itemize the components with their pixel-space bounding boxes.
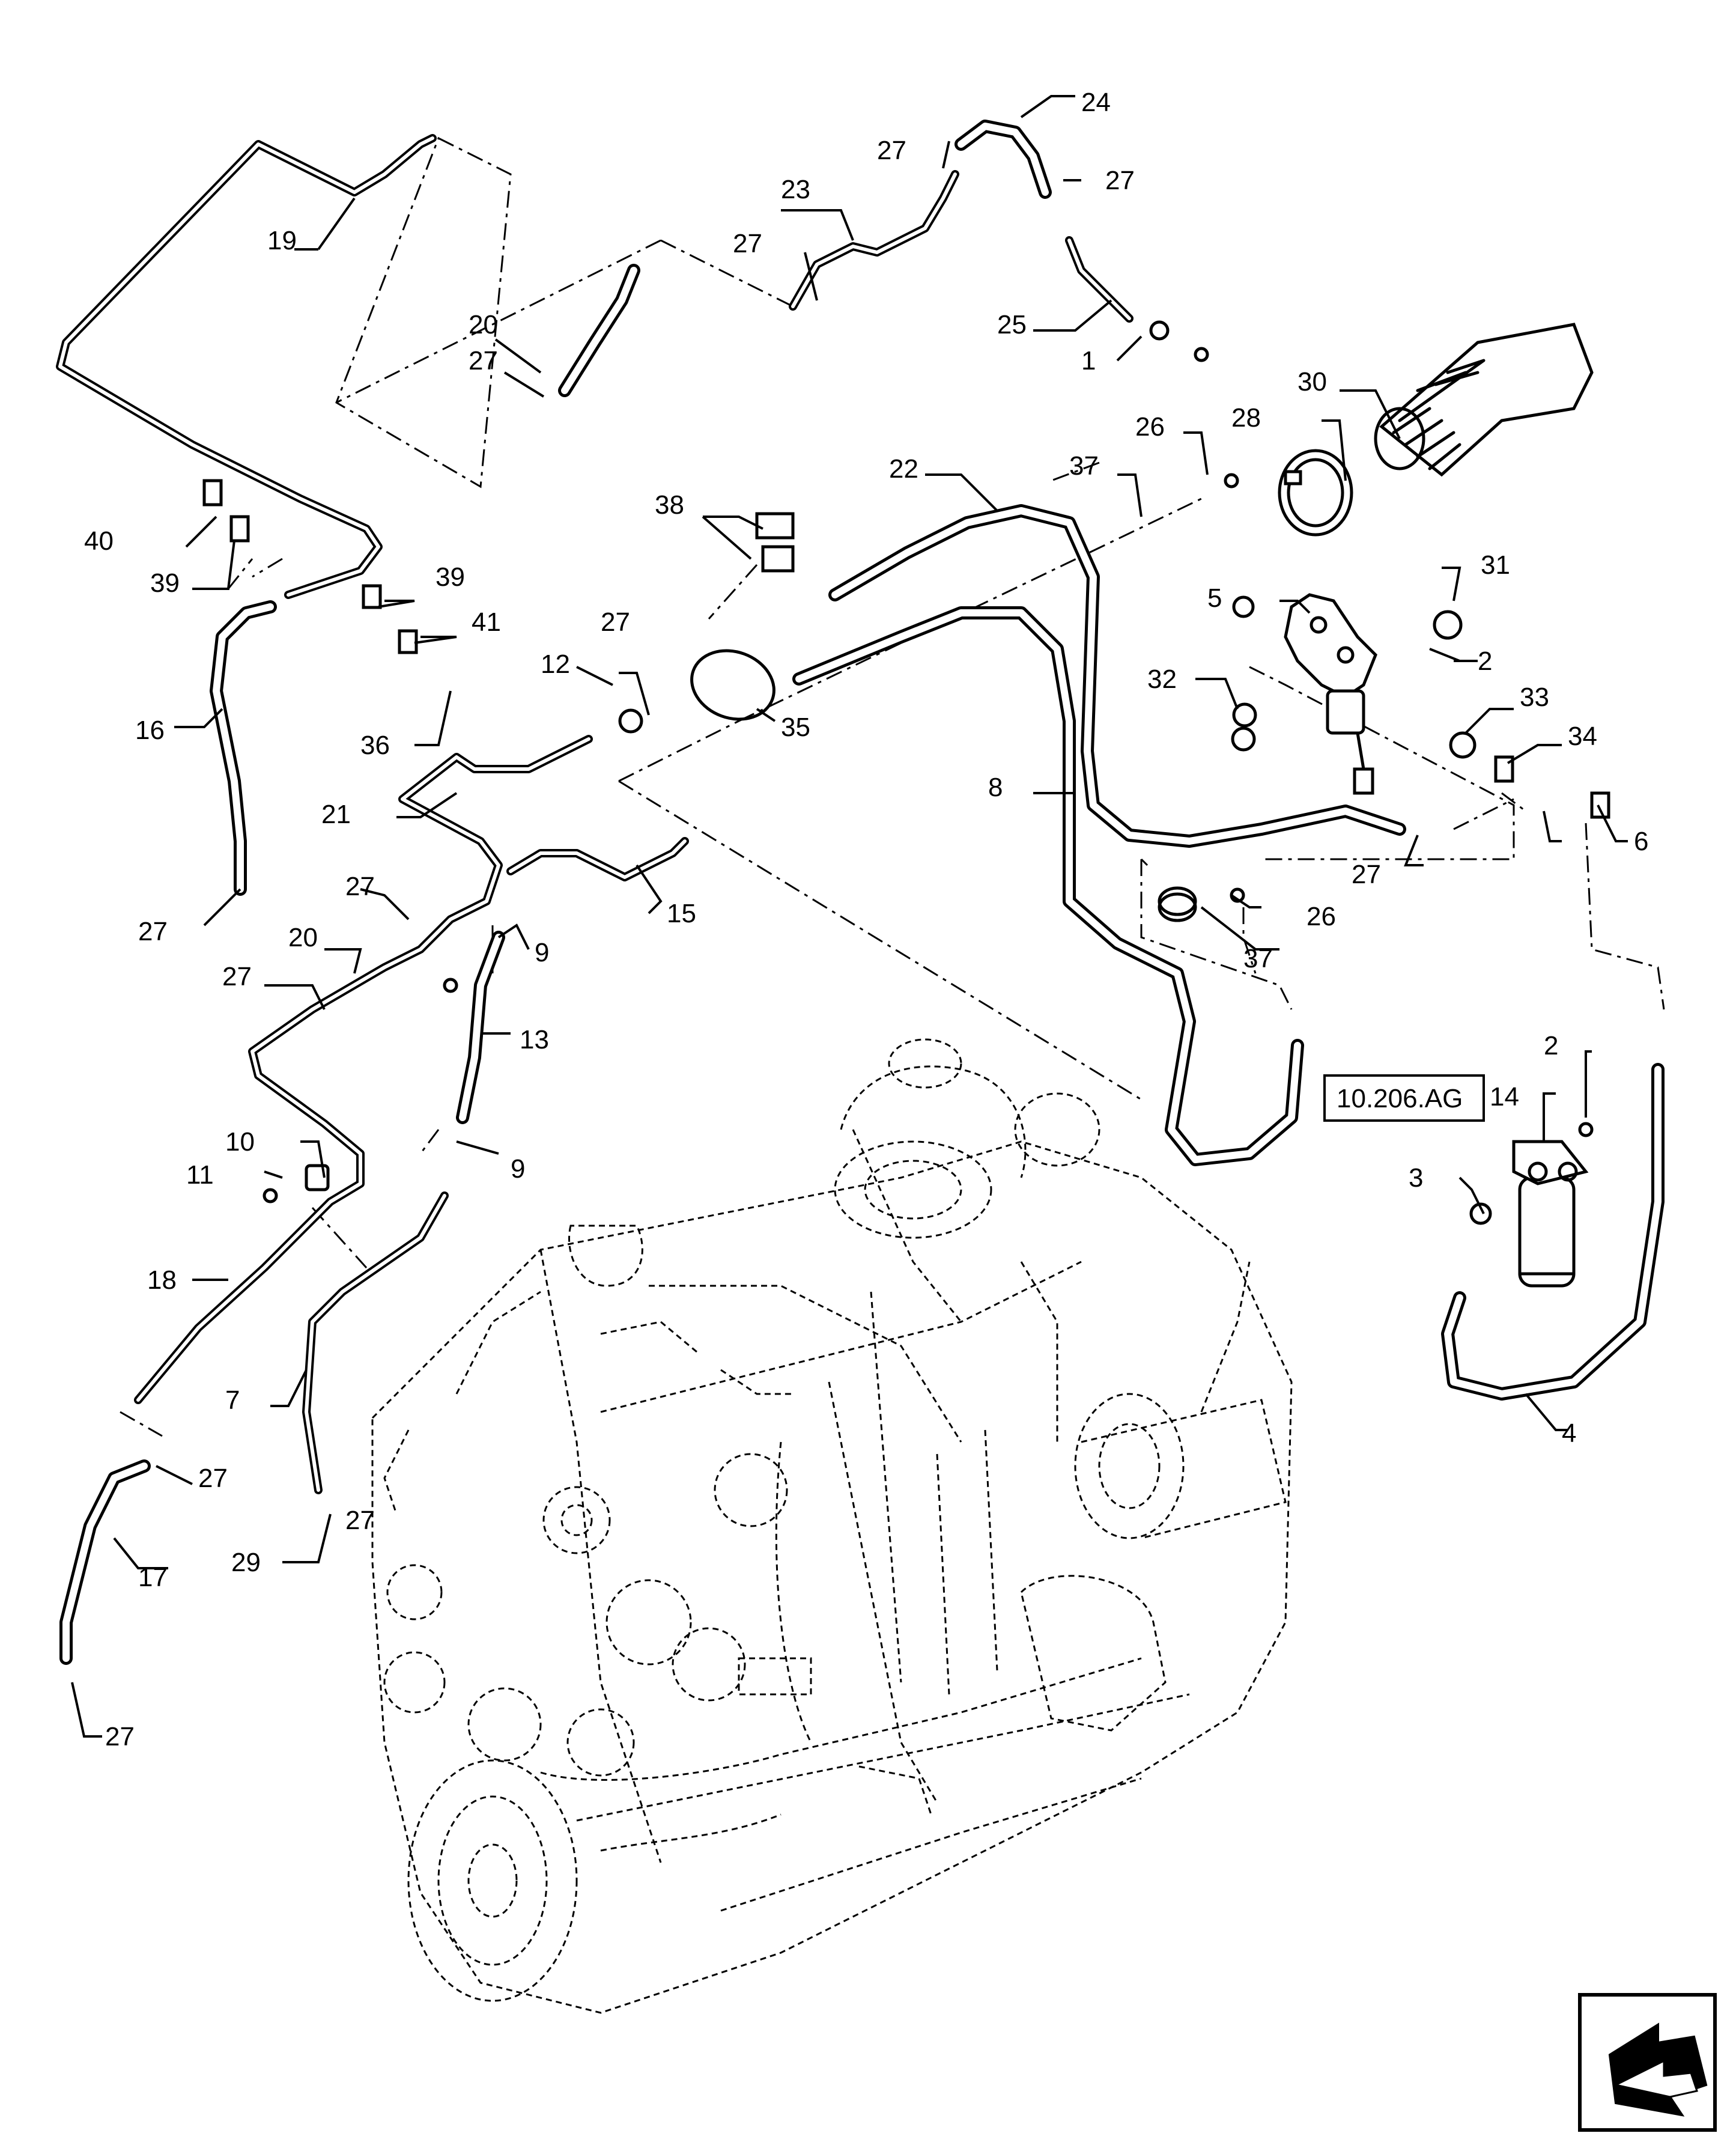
air-hose-30 [1374,323,1594,477]
callout-labels: 1 2 2 3 4 5 6 7 8 9 9 10 11 12 13 14 15 … [84,88,1648,1751]
tube-7 [302,1191,449,1494]
hose-13 [456,931,505,1124]
callout-37a: 37 [1069,451,1099,481]
tube-19 [56,134,437,599]
callout-18: 18 [147,1265,177,1295]
callout-27: 27 [138,917,168,946]
callout-4: 4 [1562,1419,1576,1448]
hose-16 [210,600,277,896]
callout-13: 13 [520,1025,549,1054]
clamp-10 [305,1164,330,1191]
callout-39a: 39 [150,568,180,598]
callout-27: 27 [877,136,906,165]
tube-15 [506,837,689,881]
callout-27: 27 [733,229,762,258]
callout-24: 24 [1081,88,1111,117]
callout-31: 31 [1481,550,1510,580]
callout-34: 34 [1568,722,1597,751]
callout-20b: 20 [288,923,318,952]
callout-27: 27 [345,872,375,901]
callout-26a: 26 [1135,412,1165,442]
callout-36: 36 [360,731,390,760]
callout-40: 40 [84,526,114,556]
callout-9a: 9 [535,938,549,967]
callout-25: 25 [997,310,1027,339]
callout-10: 10 [225,1127,255,1157]
callout-3: 3 [1409,1163,1423,1193]
callout-12: 12 [541,650,570,679]
callout-21: 21 [321,800,351,829]
callout-39b: 39 [436,562,465,592]
callout-26b: 26 [1307,902,1336,931]
callout-27: 27 [1105,166,1135,195]
hose-4 [1441,1063,1665,1401]
tube-23 [789,170,959,311]
callout-27: 27 [222,962,252,991]
callout-2: 2 [1478,647,1492,676]
reference-box[interactable]: 10.206.AG [1323,1074,1485,1122]
front-direction-arrow-icon [1578,1993,1717,2132]
callout-2: 2 [1544,1031,1558,1060]
callout-30: 30 [1297,367,1327,397]
callout-17: 17 [138,1563,168,1592]
callout-9b: 9 [511,1154,525,1184]
callout-27: 27 [345,1506,375,1535]
leader-lines [71,95,1628,1738]
callout-7: 7 [225,1386,240,1415]
callout-27: 27 [469,346,498,376]
tube-25 [1065,236,1134,323]
callout-27: 27 [198,1464,228,1493]
reference-code: 10.206.AG [1337,1084,1463,1113]
callout-15: 15 [667,899,696,928]
callout-41: 41 [472,607,501,637]
callout-33: 33 [1520,683,1549,712]
callout-37b: 37 [1243,944,1273,973]
filter-14 [1512,1140,1589,1288]
engine-assembly [371,1038,1293,2014]
callout-23: 23 [781,175,810,204]
hose-17 [59,1459,151,1665]
tube-21 [134,735,593,1404]
callout-28: 28 [1231,403,1261,433]
callout-19: 19 [267,226,297,255]
callout-6: 6 [1634,827,1648,856]
hose-8 [792,606,1304,1166]
callout-16: 16 [135,716,165,745]
clamp-28 [1278,449,1353,537]
hose-24 [954,120,1052,199]
callout-20a: 20 [469,310,498,339]
callout-5: 5 [1207,583,1222,613]
callout-22: 22 [889,454,918,484]
clip-37 [1158,886,1197,922]
callout-1: 1 [1081,346,1096,376]
clips-38 [755,512,795,573]
callout-11: 11 [186,1160,214,1190]
guide-lines [120,136,1665,1437]
callout-27: 27 [601,607,630,637]
callout-8: 8 [988,773,1003,802]
callout-38: 38 [655,490,684,520]
callout-27: 27 [105,1722,135,1751]
callout-35: 35 [781,713,810,742]
hose-20-upper [558,264,640,397]
clamp-35 [690,649,775,721]
callout-32: 32 [1147,665,1177,694]
fittings [202,320,1610,1225]
callout-29: 29 [231,1548,261,1577]
callout-14: 14 [1490,1082,1519,1112]
tube-22 [828,504,1406,848]
callout-27: 27 [1352,860,1381,889]
filter-assembly-5 [1284,593,1377,795]
